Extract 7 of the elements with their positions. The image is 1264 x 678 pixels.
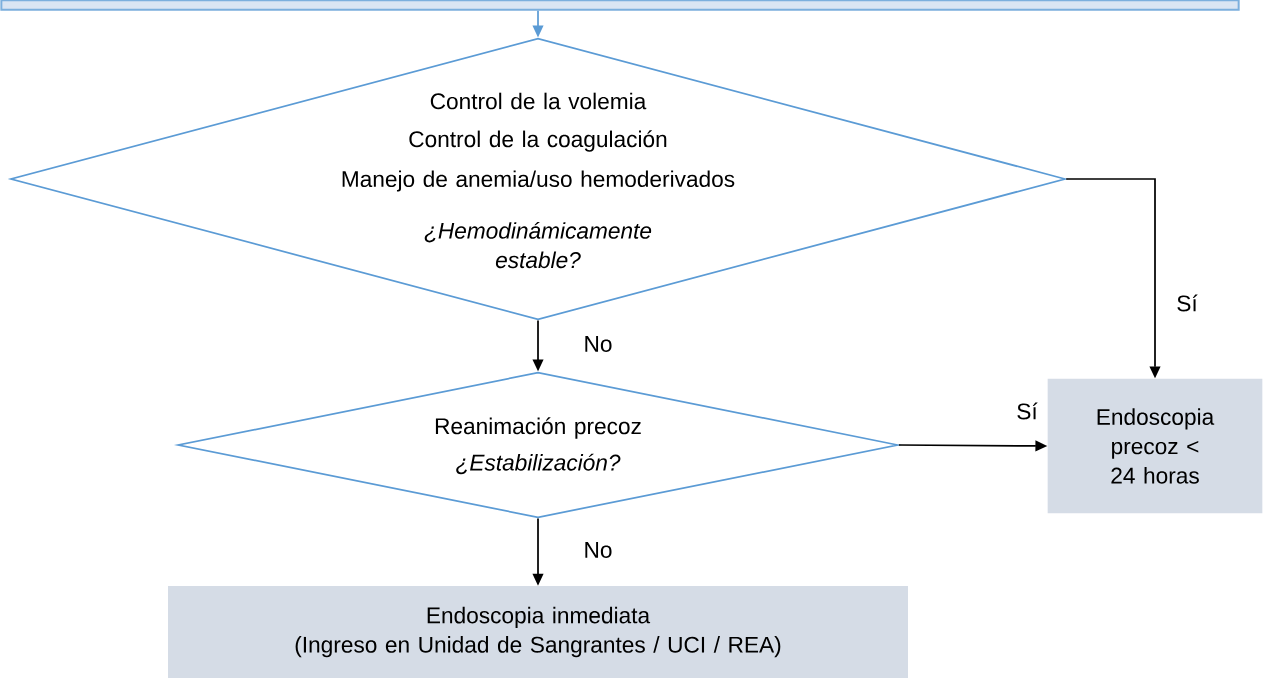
edge-label: Sí xyxy=(1174,293,1200,313)
process-box: Endoscopia inmediata (Ingreso en Unidad de Sangrantes / UCI / REA) xyxy=(168,586,908,678)
edge-label: No xyxy=(582,540,614,560)
edge-label: Sí xyxy=(1014,401,1040,421)
process-box: Endoscopia precoz < 24 horas xyxy=(1047,378,1263,514)
band-box xyxy=(0,0,1240,11)
edge-label: No xyxy=(582,334,614,354)
